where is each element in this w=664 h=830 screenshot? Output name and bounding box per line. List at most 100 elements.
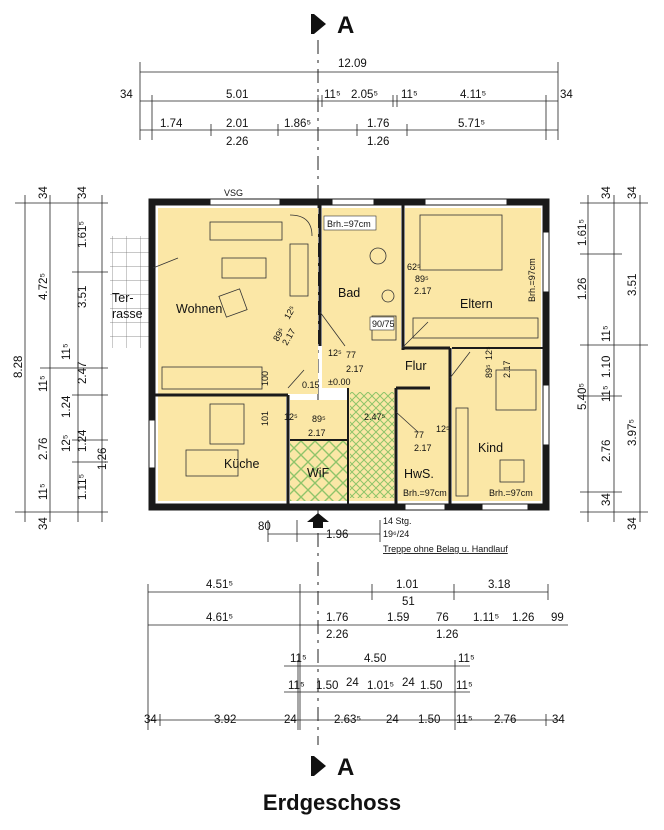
dim-left-c3-3: 11⁵ [61,343,73,360]
dim-top-r2-1: 5.01 [226,89,248,101]
dim-top-r3-3: 1.76 [367,118,389,130]
brh-hws: Brh.=97cm [403,488,447,498]
dim-b5-3: 2.63⁵ [334,714,361,726]
top-dimensions: 12.09 34 5.01 11⁵ 2.05⁵ 11⁵ 4.11⁵ 34 1.7… [120,58,573,148]
dim-b2-0: 4.61⁵ [206,612,233,624]
dim-bottom-near-1: 1.96 [326,529,348,541]
level-label: ±0.00 [328,377,350,387]
room-label-kind: Kind [478,441,503,455]
dim-top-r3b-1: 1.26 [367,136,389,148]
terrace-tiles [110,236,152,348]
door-swings [152,257,471,433]
dim-top-r3-0: 1.74 [160,118,183,130]
section-label-bottom: A [337,754,354,781]
dim-top-r2-4: 11⁵ [401,89,418,101]
stair-width: 2.47⁵ [364,412,386,422]
dim-b5-7: 2.76 [494,714,516,726]
windows [148,198,550,511]
room-eltern [405,208,541,348]
dim-left-outer-2: 34 [38,517,50,530]
dim-b1-0: 4.51⁵ [206,579,233,591]
dim-b5-4: 24 [386,714,399,726]
stair-hatch [350,392,394,498]
dim-b3-1: 4.50 [364,653,386,665]
room-kind [452,348,541,501]
door-kueche-a: 101 [260,411,270,426]
dim-left-c2-3: 11⁵ [38,483,50,500]
dim-b5-2: 24 [284,714,297,726]
dim-left-c2-2: 2.76 [38,438,50,460]
section-arrow-icon [314,756,326,776]
dim-top-r3b-0: 2.26 [226,136,248,148]
dim-left-outer-0: 34 [38,186,50,199]
dim-right-c1-5: 11⁵ [601,385,613,402]
furniture [161,214,539,497]
dim-b5-0: 34 [144,714,157,726]
brh-kind: Brh.=97cm [489,488,533,498]
dim-left-c3-2: 3.51 [77,286,89,308]
dim-b2-5: 1.26 [512,612,534,624]
room-label-wohnen: Wohnen [176,302,222,316]
room-label-wif: WiF [307,466,330,480]
door-bad-a: 62⁵ [407,262,421,272]
dim-top-r2-3: 2.05⁵ [351,89,378,101]
dim-top-r2-6: 34 [560,89,573,101]
dim-right-c3-1: 34 [627,517,639,530]
door-kind-a: 89⁵ [484,364,494,378]
dim-top-r3-1: 2.01 [226,118,248,130]
vsg-label: VSG [224,188,243,198]
dim-top-r2-2: 11⁵ [324,89,341,101]
plan-title: Erdgeschoss [263,790,401,815]
dim-left-c3-4: 2.47 [77,362,89,384]
dim-b1-3: 51 [402,596,415,608]
dim-b5-6: 11⁵ [456,714,473,726]
dim-left-c3-6: 12⁵ [61,434,73,452]
dim-b3-0: 11⁵ [290,653,307,665]
dim-b2-3: 76 [436,612,449,624]
dim-left-c2-1: 11⁵ [38,375,50,392]
dim-top-r2-5: 4.11⁵ [460,89,487,101]
room-wif-hatch [290,440,348,501]
brh-bad: Brh.=97cm [327,219,371,229]
dim-b4-0: 11⁵ [288,680,305,692]
level-value: 0.15 [302,380,320,390]
dim-b2b-1: 1.26 [436,629,458,641]
section-bar [311,14,314,34]
dim-b4-3: 1.01⁵ [367,680,394,692]
dim-b4-4: 24 [402,677,415,689]
dim-b4-6: 11⁵ [456,680,473,692]
dim-b1-2: 3.18 [488,579,510,591]
door-kueche-b: 12⁵ [284,412,298,422]
room-label-hws: HwS. [404,467,434,481]
dim-right-c3-0: 5.40⁵ [577,383,589,410]
dim-left-c3-0: 34 [77,186,89,199]
dim-b4-2: 24 [346,677,359,689]
dim-b2-6: 99 [551,612,564,624]
brh-eltern: Brh.=97cm [527,258,537,302]
dim-top-r2-0: 34 [120,89,133,101]
stairs-note: Treppe ohne Belag u. Handlauf [383,544,508,554]
dimension-lines [15,62,648,730]
room-fills [158,208,541,501]
dim-right-c2-1: 3.97⁵ [627,419,639,446]
dim-right-c1-4: 1.10 [601,356,613,378]
section-marker-bottom: A [311,754,354,781]
room-label-eltern: Eltern [460,297,493,311]
door-kind-b: 12⁵ [484,346,494,360]
dim-right-c1-2: 1.26 [577,278,589,300]
bottom-dimensions: 80 1.96 4.51⁵ 1.01 3.18 51 4.61⁵ 1.76 1.… [144,521,565,726]
door-flur-b: 77 [346,350,356,360]
door-hws-a: 77 [414,430,424,440]
dim-left-c2-0: 4.72⁵ [38,273,50,300]
dim-b5-8: 34 [552,714,565,726]
dim-right-c1-0: 34 [601,186,613,199]
shower-box [369,316,395,331]
dim-right-c1-7: 34 [601,493,613,506]
room-label-terrasse-1: Ter- [112,291,134,305]
dim-b2-4: 1.11⁵ [473,612,500,624]
room-label-kueche: Küche [224,457,259,471]
dim-right-c1-1: 1.61⁵ [577,219,589,246]
room-flur [322,348,450,388]
stairs-count: 14 Stg. [383,516,412,526]
dim-b2-2: 1.59 [387,612,409,624]
